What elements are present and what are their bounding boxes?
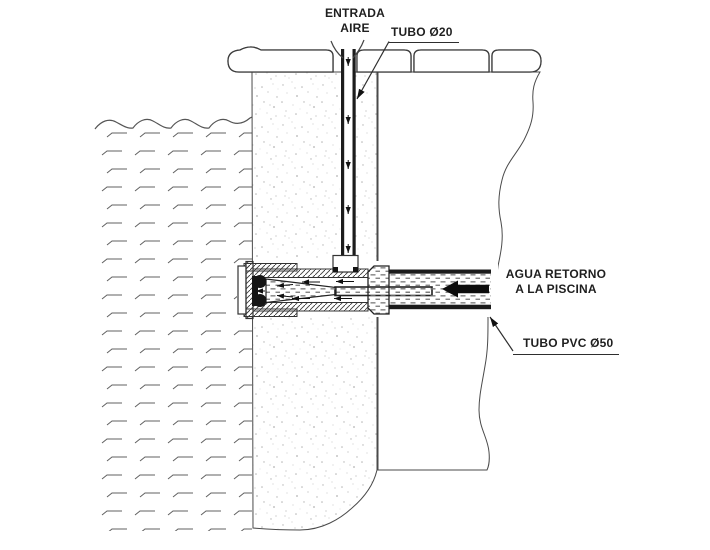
pvc-socket: [367, 265, 390, 315]
leader-lines: [356, 41, 514, 352]
pool-water-region: [94, 116, 253, 531]
air-tube-vertical: [330, 39, 365, 268]
water-flow-arrows: [256, 278, 354, 302]
pvc-pipe: [389, 269, 491, 310]
air-inlet-funnel-arcs: [330, 39, 365, 59]
gasket-black: [252, 275, 267, 307]
water-surface-wave: [94, 116, 253, 130]
label-entrada-aire: ENTRADA AIRE: [324, 6, 386, 35]
return-nozzle-assembly: [237, 254, 498, 320]
leader-pvc50: [489, 316, 514, 352]
label-agua-retorno: AGUA RETORNO A LA PISCINA: [505, 267, 607, 296]
leader-tubo20: [356, 41, 390, 100]
label-tubo-20: TUBO Ø20: [389, 25, 459, 43]
return-flow-arrow: [442, 280, 489, 298]
label-tubo-pvc-50: TUBO PVC Ø50: [513, 336, 620, 355]
wall-flange: [237, 260, 254, 320]
coping-slabs: [227, 46, 542, 73]
tee-collar: [332, 254, 359, 273]
